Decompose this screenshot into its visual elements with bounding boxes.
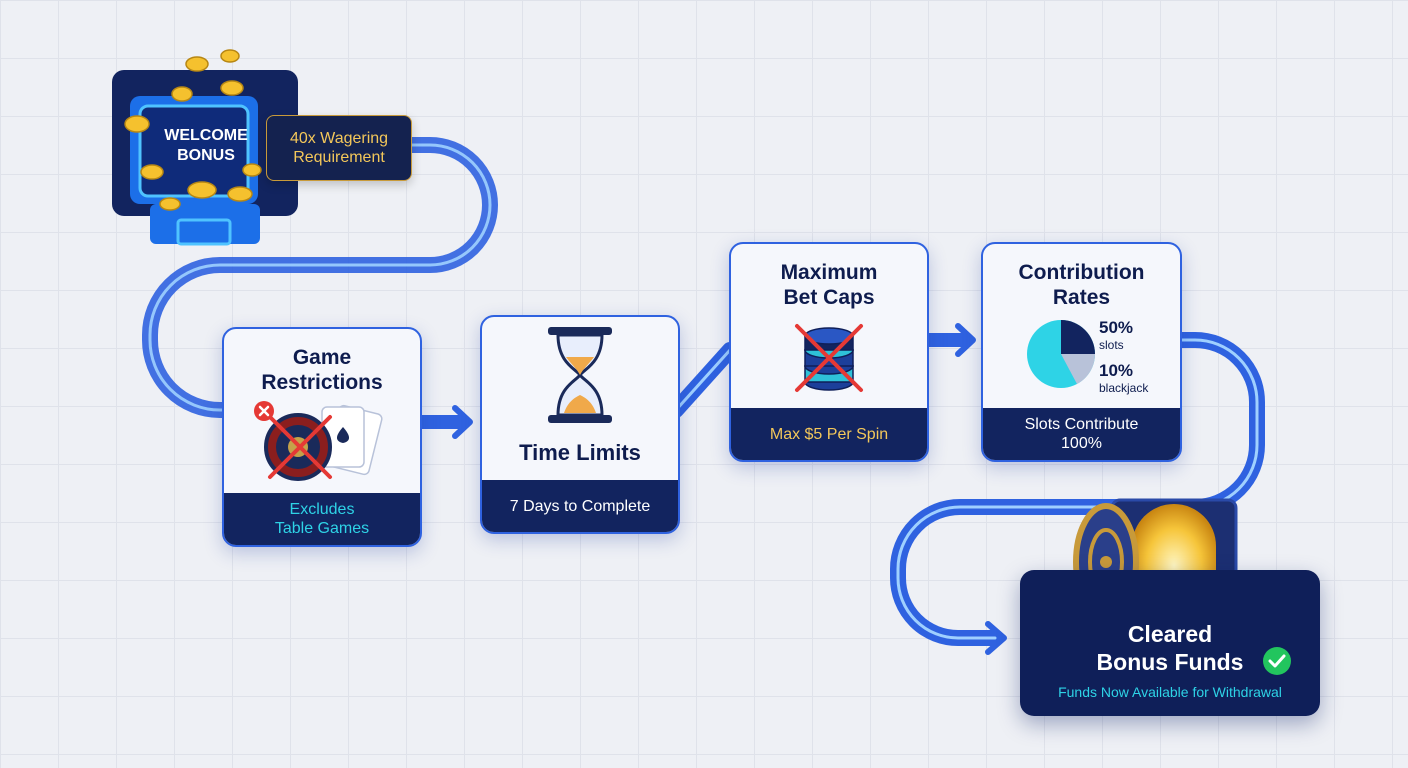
- hourglass-icon: [548, 327, 612, 423]
- bet-caps-card[interactable]: Maximum Bet Caps Max $5 Per Spin: [729, 242, 929, 462]
- cleared-funds-subtitle: Funds Now Available for Withdrawal: [1058, 684, 1282, 700]
- bet-caps-footer: Max $5 Per Spin: [731, 408, 927, 460]
- slots-percent: 50%: [1099, 318, 1134, 337]
- cleared-funds-card[interactable]: Cleared Bonus Funds Funds Now Available …: [1020, 570, 1320, 716]
- bet-caps-title: Maximum Bet Caps: [780, 261, 878, 309]
- cleared-funds-title: Cleared Bonus Funds: [1096, 621, 1244, 675]
- pie-chart-icon: [1027, 320, 1095, 388]
- roulette-cards-icon: [254, 401, 383, 481]
- time-limits-footer: 7 Days to Complete: [482, 480, 678, 532]
- checkmark-icon: [1263, 647, 1291, 675]
- game-restrictions-title: Game Restrictions: [261, 346, 383, 394]
- time-limits-title: Time Limits: [519, 440, 641, 465]
- slot-machine-icon: [112, 49, 298, 246]
- contribution-footer: Slots Contribute 100%: [983, 408, 1180, 460]
- slots-label: slots: [1099, 338, 1124, 352]
- game-restrictions-card[interactable]: Game Restrictions Excludes Table Games: [222, 327, 422, 547]
- contribution-rates-title: Contribution Rates: [1018, 261, 1145, 309]
- blackjack-label: blackjack: [1099, 381, 1149, 395]
- welcome-screen-text: WELCOME BONUS: [164, 127, 248, 164]
- time-limits-card[interactable]: Time Limits 7 Days to Complete: [480, 315, 680, 534]
- chip-stack-icon: [795, 324, 863, 392]
- contribution-rates-card[interactable]: Contribution Rates 50% slots 10% blackja…: [981, 242, 1182, 462]
- blackjack-percent: 10%: [1099, 361, 1134, 380]
- game-restrictions-footer: Excludes Table Games: [224, 493, 420, 545]
- wagering-badge: 40x Wagering Requirement: [266, 115, 412, 181]
